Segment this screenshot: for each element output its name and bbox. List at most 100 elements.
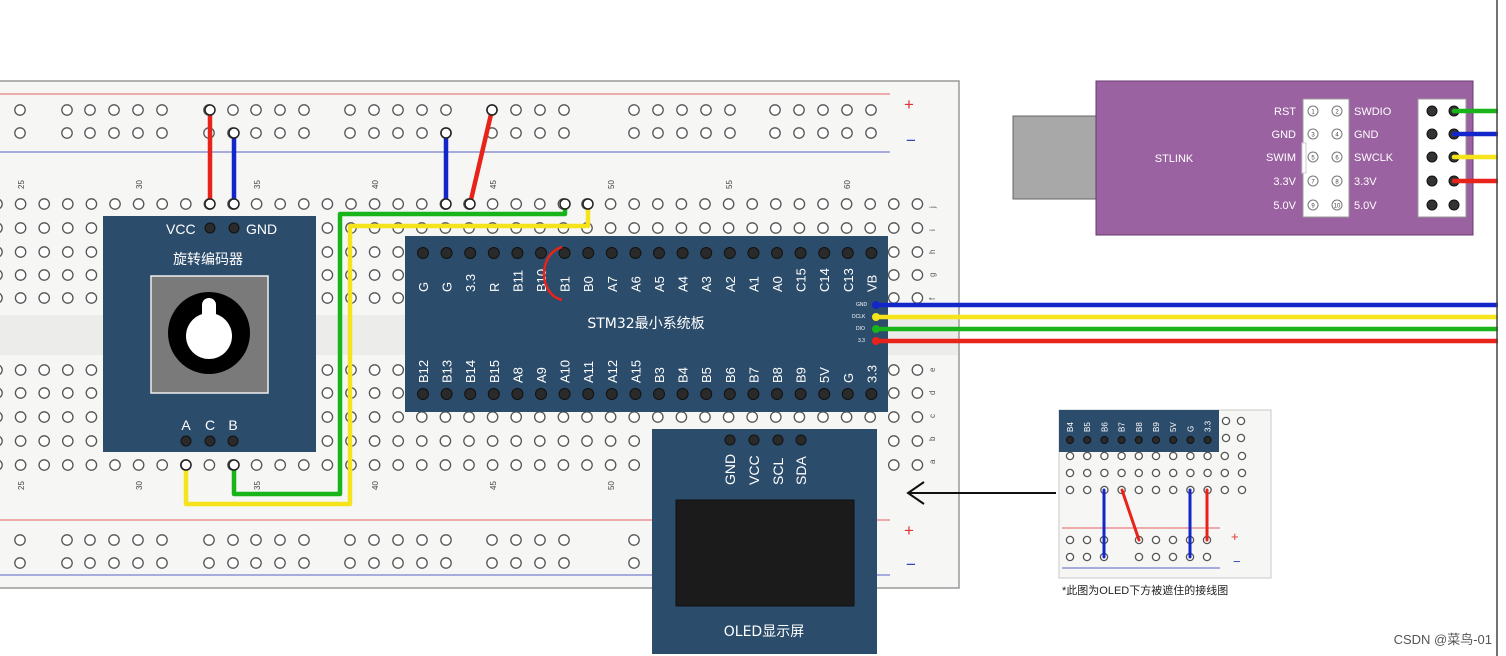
breadboard-hole	[0, 387, 3, 399]
breadboard-hole	[85, 198, 98, 210]
row-letter: d	[928, 391, 937, 395]
breadboard-hole	[722, 198, 735, 210]
breadboard-hole	[321, 364, 334, 376]
breadboard-hole	[14, 435, 27, 447]
wire-end	[228, 127, 240, 139]
stlink-right-label: 3.3V	[1354, 176, 1377, 188]
inset-hole	[1168, 535, 1178, 545]
breadboard-hole	[486, 435, 499, 447]
rail-hole	[203, 557, 215, 569]
breadboard-hole	[581, 459, 593, 471]
watermark: CSDN @菜鸟-01	[1393, 632, 1492, 647]
breadboard-hole	[297, 198, 310, 210]
stm32-bottom-pin-label: B14	[463, 360, 478, 383]
breadboard-hole	[439, 459, 452, 471]
rail-hole	[84, 534, 96, 546]
stm32-bottom-pin-label: B5	[699, 367, 714, 383]
oled-title: OLED显示屏	[724, 624, 804, 640]
breadboard-hole	[14, 387, 27, 399]
stm32-bottom-pin	[865, 388, 878, 400]
breadboard-hole	[486, 198, 499, 210]
inset-hole	[1220, 468, 1230, 478]
oled-pin-sda	[795, 434, 807, 446]
stm32-side-label: GND	[856, 302, 868, 308]
wire-end	[559, 198, 571, 210]
encoder-pin-a	[180, 435, 192, 447]
inset-hole	[1151, 468, 1161, 478]
stm32-bottom-pin-label: A10	[558, 360, 573, 383]
rail-hole	[156, 127, 168, 139]
col-num: 45	[489, 481, 498, 490]
breadboard-hole	[887, 222, 900, 234]
rail-hole	[298, 534, 310, 546]
stm32-bottom-pin-label: B6	[723, 367, 738, 383]
breadboard-hole	[581, 411, 593, 423]
inset-hole	[1065, 485, 1075, 495]
stlink-right-label: SWCLK	[1354, 152, 1394, 164]
breadboard-hole	[415, 435, 428, 447]
breadboard-hole	[297, 459, 310, 471]
rail-hole	[298, 104, 310, 116]
stm32-bottom-pin-label: B9	[794, 367, 809, 383]
rail-hole	[724, 104, 736, 116]
usb-plug	[1012, 115, 1098, 200]
inset-hole	[1236, 433, 1246, 443]
inset-pin	[1169, 436, 1178, 444]
rail-hole	[61, 127, 73, 139]
stm32-bottom-pin-label: B7	[746, 367, 761, 383]
inset-hole	[1151, 535, 1161, 545]
rail-hole	[392, 557, 404, 569]
breadboard-hole	[557, 459, 570, 471]
stm32-bottom-pin	[582, 388, 595, 400]
stlink-pin-number: 9	[1311, 204, 1315, 210]
inset-hole	[1168, 485, 1178, 495]
inset-hole	[1065, 468, 1075, 478]
rail-hole	[700, 127, 712, 139]
breadboard-hole	[38, 387, 51, 399]
breadboard-hole	[61, 246, 74, 258]
stm32-bottom-pin-label: B3	[652, 367, 667, 383]
rail-hole	[132, 534, 144, 546]
rail-hole	[841, 104, 853, 116]
inset-pin-label: B7	[1118, 422, 1127, 432]
stm32-top-pin-label: B0	[581, 276, 596, 292]
breadboard-hole	[38, 411, 51, 423]
col-num: 50	[607, 481, 616, 490]
breadboard-hole	[533, 459, 546, 471]
breadboard-hole	[392, 364, 405, 376]
breadboard-hole	[14, 364, 27, 376]
breadboard-hole	[439, 435, 452, 447]
breadboard-hole	[61, 292, 74, 304]
inset-hole	[1237, 468, 1247, 478]
stm32-top-pin	[605, 247, 618, 259]
inset-hole	[1134, 485, 1144, 495]
wire-end	[486, 104, 498, 116]
stlink-pin-number: 3	[1311, 133, 1315, 139]
encoder-pin-c	[204, 435, 216, 447]
breadboard-hole	[0, 269, 3, 281]
inset-pin-label: 3.3	[1204, 420, 1213, 432]
breadboard-hole	[628, 435, 641, 447]
breadboard-hole	[368, 246, 381, 258]
stm32-bottom-pin	[535, 388, 547, 400]
breadboard-hole	[274, 198, 287, 210]
inset-pin-label: B5	[1083, 422, 1092, 432]
breadboard-hole	[14, 269, 27, 281]
breadboard-hole	[769, 222, 782, 234]
inset-pin-label: B9	[1152, 422, 1161, 432]
breadboard-hole	[61, 364, 74, 376]
breadboard-hole	[14, 246, 27, 258]
rail-hole	[14, 534, 26, 546]
inset-hole	[1100, 451, 1109, 461]
row-letter: i	[928, 229, 937, 231]
breadboard-hole	[887, 364, 900, 376]
oled-scl-label: SCL	[770, 458, 786, 485]
rail-hole	[227, 557, 239, 569]
stlink-pin-number: 4	[1335, 133, 1339, 139]
encoder-knob-notch	[202, 298, 216, 320]
stm32-top-pin-label: 3.3	[463, 274, 478, 292]
stm32-bottom-pin-label: A8	[510, 367, 525, 383]
breadboard-hole	[651, 198, 664, 210]
stm32-top-pin-label: B1	[558, 276, 573, 292]
stm32-top-pin-label: A1	[746, 276, 761, 292]
